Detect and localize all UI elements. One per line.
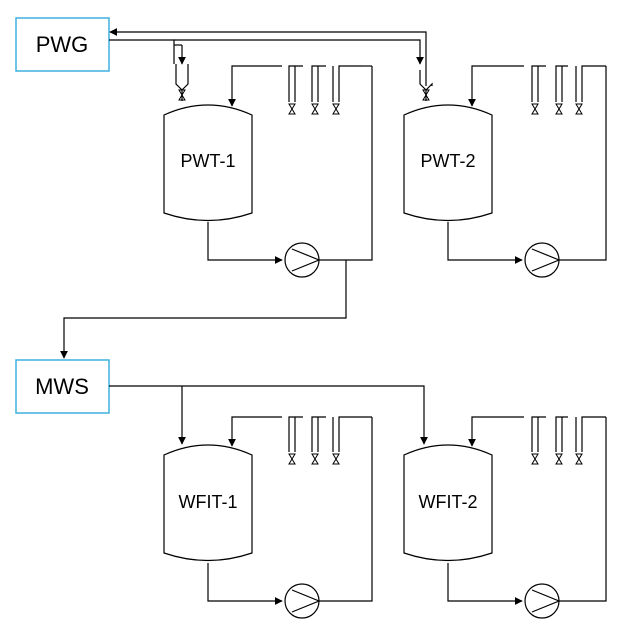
pwg-label: PWG	[36, 32, 89, 57]
pwg-source: PWG	[15, 17, 110, 72]
wfit2-unit	[403, 416, 607, 619]
pwt2-label: PWT-2	[420, 151, 475, 171]
pwt1-unit	[60, 64, 373, 359]
mws-source: MWS	[15, 359, 110, 414]
wfit1-unit	[163, 416, 373, 619]
pwg-piping	[109, 28, 427, 86]
pwt1-label: PWT-1	[180, 151, 235, 171]
pwt2-unit	[403, 65, 607, 278]
wfit2-valves	[531, 453, 583, 465]
mws-label: MWS	[35, 374, 89, 399]
wfit2-label: WFIT-2	[419, 492, 478, 512]
wfit1-label: WFIT-1	[179, 492, 238, 512]
wfit1-valves	[288, 453, 340, 465]
mws-piping	[109, 385, 428, 445]
